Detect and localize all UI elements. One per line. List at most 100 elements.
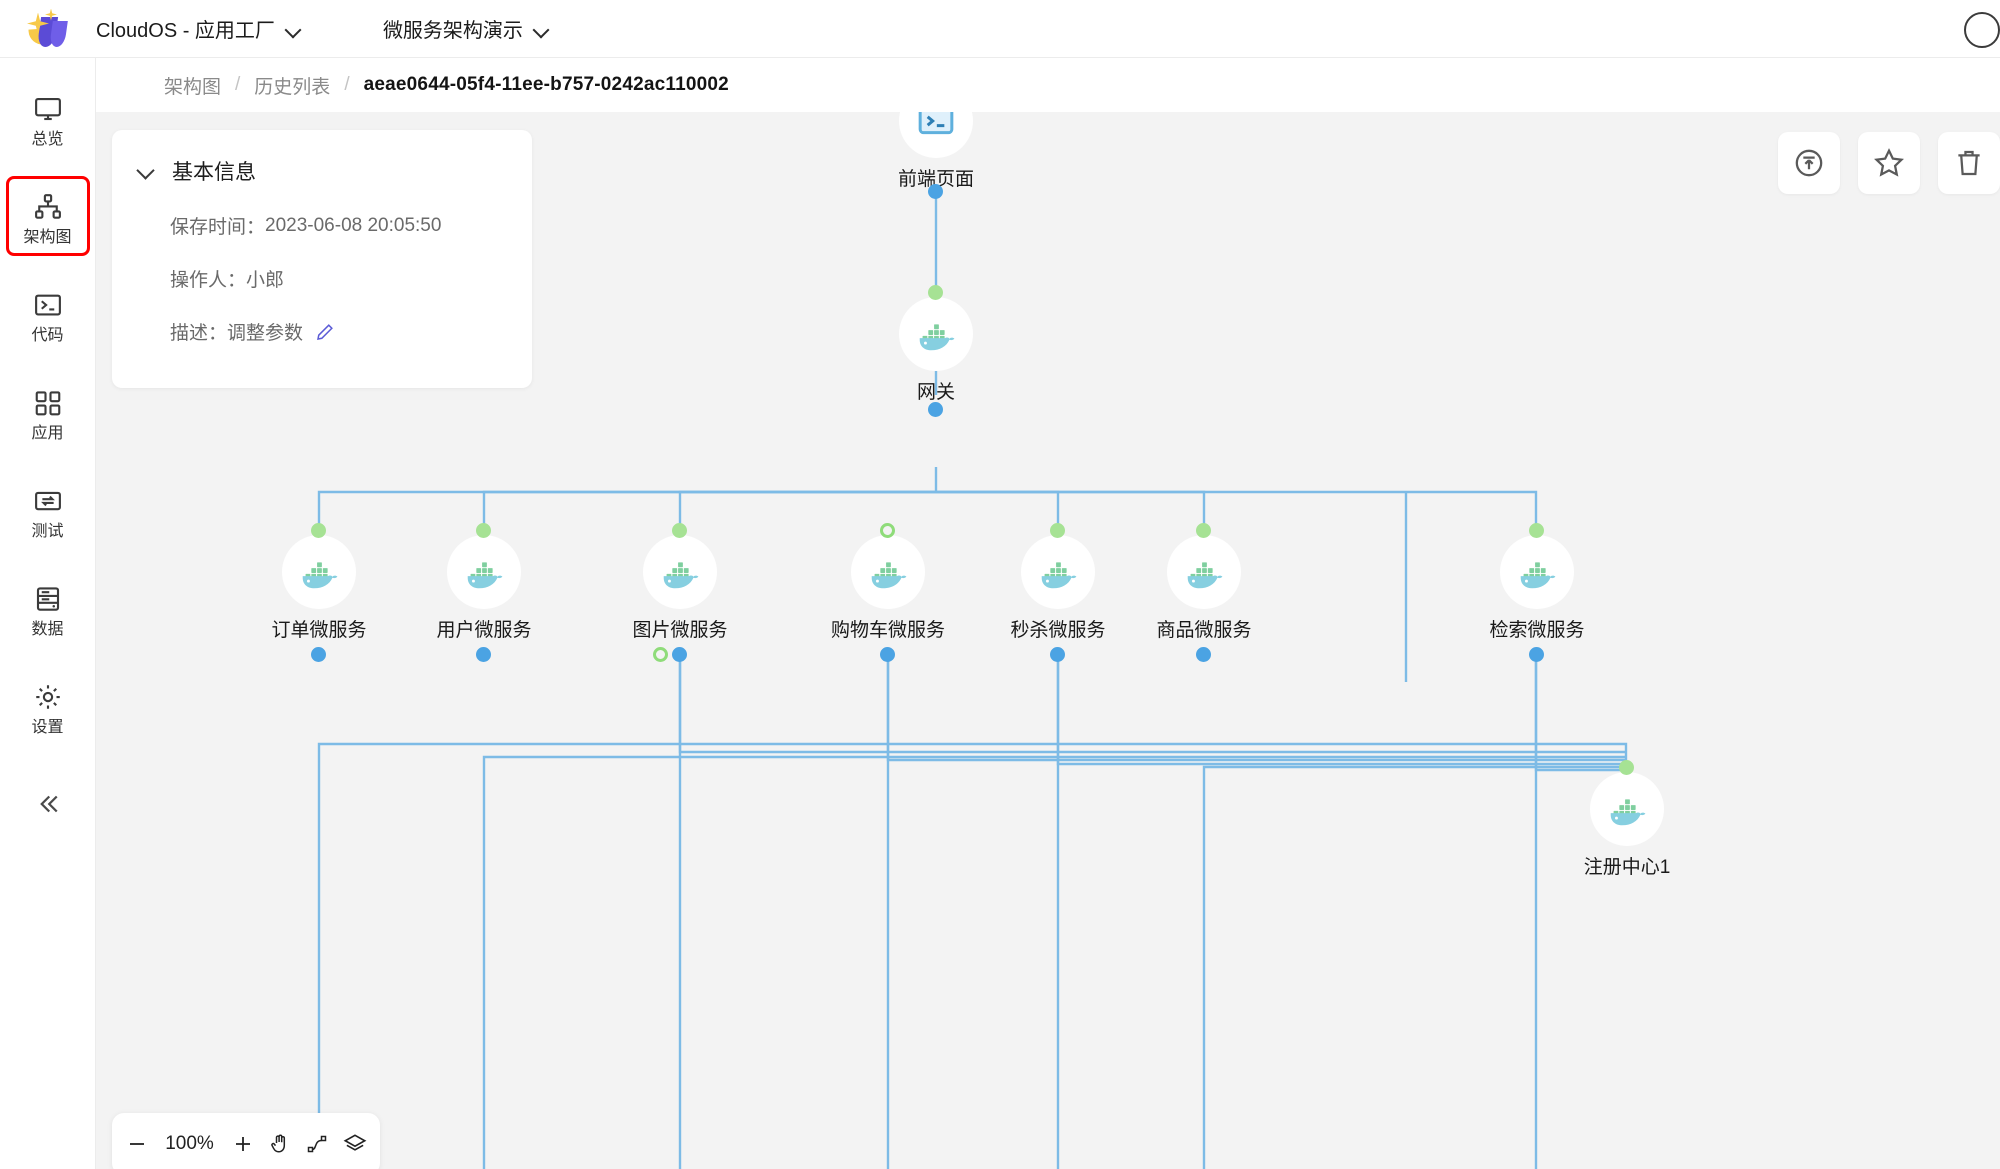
grid-icon: [35, 391, 60, 416]
zoom-level-label: 100%: [165, 1133, 214, 1154]
docker-whale-icon: [1610, 799, 1646, 826]
sidebar-item-code[interactable]: 代码: [8, 276, 88, 352]
basic-info-title: 基本信息: [172, 161, 256, 184]
sidebar-item-data[interactable]: 数据: [8, 570, 88, 646]
sitemap-icon: [34, 194, 61, 219]
sidebar-item-apps[interactable]: 应用: [8, 374, 88, 450]
node-icon-wrap[interactable]: [851, 535, 925, 609]
node-port-bottom[interactable]: [928, 184, 943, 199]
node-port-top[interactable]: [311, 523, 326, 538]
chevron-down-icon: [535, 24, 549, 33]
pan-tool-button[interactable]: [268, 1132, 292, 1156]
canvas-action-bar: [1778, 132, 2000, 194]
node-search-service[interactable]: 检索微服务: [1472, 523, 1602, 662]
layers-button[interactable]: [342, 1131, 368, 1157]
project-switcher[interactable]: 微服务架构演示: [383, 14, 549, 43]
layers-icon: [343, 1134, 366, 1151]
node-port-top-hollow[interactable]: [880, 523, 895, 538]
zoom-out-button[interactable]: [125, 1132, 149, 1156]
node-port-left-hollow[interactable]: [653, 647, 668, 662]
delete-button[interactable]: [1938, 132, 2000, 194]
breadcrumb-item-architecture[interactable]: 架构图: [164, 76, 222, 98]
node-product-service[interactable]: 商品微服务: [1139, 523, 1269, 662]
basic-info-header[interactable]: 基本信息: [112, 156, 532, 186]
node-user-service[interactable]: 用户微服务: [419, 523, 549, 662]
node-port-bottom[interactable]: [928, 402, 943, 417]
zoom-in-button[interactable]: [231, 1132, 255, 1156]
save-time-value: 2023-06-08 20:05:50: [265, 214, 442, 236]
node-port-bottom[interactable]: [1050, 647, 1065, 662]
node-icon-wrap[interactable]: [282, 535, 356, 609]
app-switcher[interactable]: CloudOS - 应用工厂: [96, 14, 301, 43]
node-port-bottom[interactable]: [476, 647, 491, 662]
node-port-bottom[interactable]: [672, 647, 687, 662]
sidebar-label: 应用: [31, 425, 64, 442]
app-name-label: CloudOS - 应用工厂: [96, 20, 275, 42]
node-icon-wrap[interactable]: [899, 297, 973, 371]
node-port-top[interactable]: [1529, 523, 1544, 538]
database-icon: [36, 587, 59, 611]
node-cart-service[interactable]: 购物车微服务: [823, 523, 953, 662]
star-icon: [1874, 148, 1904, 177]
sparkle-logo-icon: [27, 8, 69, 49]
node-gateway[interactable]: 网关: [871, 285, 1001, 417]
minus-icon: [129, 1143, 144, 1145]
node-icon-wrap[interactable]: [1021, 535, 1095, 609]
sidebar-item-architecture[interactable]: 架构图: [5, 176, 90, 256]
sidebar-label: 架构图: [23, 229, 72, 246]
caret-down-icon: [138, 163, 154, 179]
operator-label: 操作人：: [170, 270, 247, 291]
node-port-top[interactable]: [1619, 760, 1634, 775]
node-port-top[interactable]: [1050, 523, 1065, 538]
breadcrumb-separator: /: [344, 74, 350, 95]
node-port-top[interactable]: [672, 523, 687, 538]
save-time-label: 保存时间：: [170, 217, 266, 238]
node-icon-wrap[interactable]: [1500, 535, 1574, 609]
connection-tool-button[interactable]: [305, 1132, 329, 1156]
info-row-operator: 操作人： 小郎: [112, 265, 532, 292]
docker-whale-icon: [1520, 562, 1556, 589]
docker-whale-icon: [1041, 562, 1077, 589]
node-image-service[interactable]: 图片微服务: [615, 523, 745, 662]
node-label: 商品微服务: [1156, 620, 1252, 641]
avatar[interactable]: [1964, 12, 2000, 48]
breadcrumb-item-history[interactable]: 历史列表: [254, 76, 331, 98]
sidebar-label: 测试: [31, 523, 64, 540]
node-port-top[interactable]: [1196, 523, 1211, 538]
node-icon-wrap[interactable]: [643, 535, 717, 609]
node-icon-wrap[interactable]: [1590, 772, 1664, 846]
node-port-bottom[interactable]: [311, 647, 326, 662]
node-registry-1[interactable]: 注册中心1: [1562, 760, 1692, 879]
architecture-canvas[interactable]: 基本信息 保存时间： 2023-06-08 20:05:50 操作人： 小郎 描…: [96, 112, 2000, 1169]
sidebar-item-settings[interactable]: 设置: [8, 668, 88, 744]
monitor-icon: [34, 97, 61, 121]
sidebar-collapse-button[interactable]: [23, 784, 73, 824]
basic-info-card: 基本信息 保存时间： 2023-06-08 20:05:50 操作人： 小郎 描…: [112, 130, 532, 388]
description-value: 调整参数: [227, 323, 304, 344]
sidebar-item-overview[interactable]: 总览: [8, 80, 88, 156]
node-icon-wrap[interactable]: [899, 112, 973, 158]
chevron-down-icon: [287, 24, 301, 33]
favorite-button[interactable]: [1858, 132, 1920, 194]
node-icon-wrap[interactable]: [447, 535, 521, 609]
node-port-top[interactable]: [928, 285, 943, 300]
docker-whale-icon: [1187, 562, 1223, 589]
node-frontend[interactable]: 前端页面: [871, 112, 1001, 199]
sync-test-icon: [34, 491, 61, 511]
node-port-bottom[interactable]: [880, 647, 895, 662]
zoom-toolbar: 100%: [112, 1113, 380, 1169]
docker-whale-icon: [919, 324, 955, 351]
node-port-bottom[interactable]: [1529, 647, 1544, 662]
node-port-top[interactable]: [476, 523, 491, 538]
sidebar-item-test[interactable]: 测试: [8, 472, 88, 548]
node-order-service[interactable]: 订单微服务: [254, 523, 384, 662]
node-label: 秒杀微服务: [1010, 620, 1106, 641]
restore-version-button[interactable]: [1778, 132, 1840, 194]
node-icon-wrap[interactable]: [1167, 535, 1241, 609]
project-name-label: 微服务架构演示: [382, 20, 523, 42]
node-seckill-service[interactable]: 秒杀微服务: [993, 523, 1123, 662]
pencil-edit-icon[interactable]: [315, 322, 335, 342]
node-port-bottom[interactable]: [1196, 647, 1211, 662]
terminal-icon: [34, 294, 61, 316]
